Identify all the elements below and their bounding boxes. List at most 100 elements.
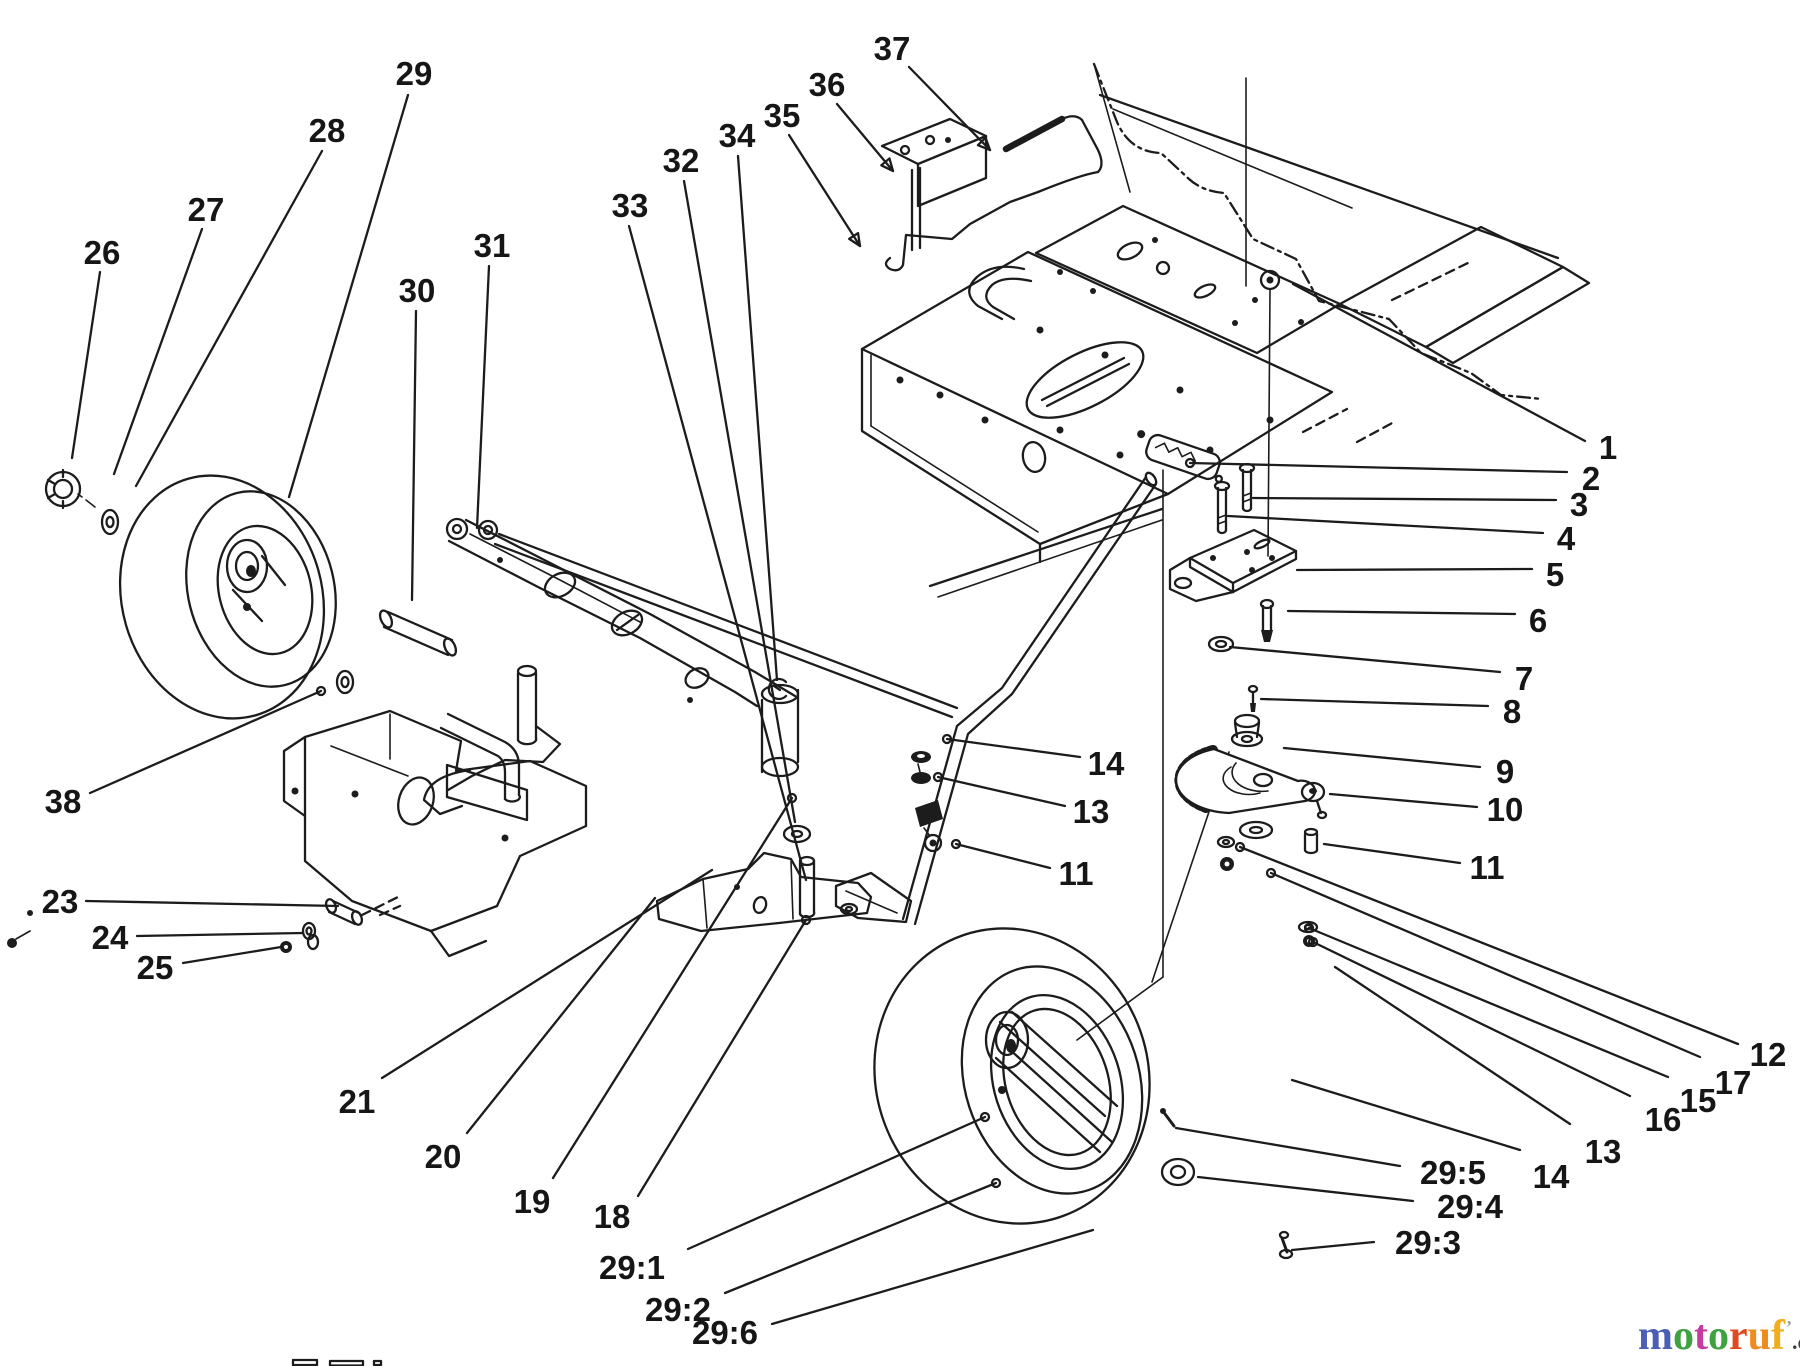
logo-letter: u (1747, 1313, 1772, 1359)
callout-label: 17 (1715, 1064, 1752, 1101)
logo-letter: t (1694, 1313, 1708, 1359)
leader-line (84, 899, 340, 908)
leader-line (936, 775, 1067, 808)
callout-label: 29:2 (645, 1291, 711, 1328)
callout-label: 36 (809, 66, 846, 103)
callout-label: 4 (1557, 520, 1576, 557)
callout-label: 29 (396, 55, 433, 92)
left-spindle (422, 664, 562, 816)
leader-line (1226, 514, 1545, 535)
leader-line (636, 918, 808, 1198)
drag-link (834, 471, 1158, 926)
callout-label: 1 (1599, 429, 1617, 466)
leader-line (1333, 965, 1572, 1126)
leader-line (686, 1115, 987, 1251)
leader-line (954, 842, 1052, 870)
leader-line (1259, 697, 1490, 708)
leader-line (1282, 746, 1482, 769)
leader-line (682, 179, 797, 824)
leader-line (1328, 792, 1479, 809)
idler-bracket (880, 117, 988, 252)
callout-label: 29:5 (1420, 1154, 1486, 1191)
scan-marks (291, 1358, 383, 1366)
leader-dot (950, 838, 962, 850)
leader-line (1290, 1078, 1522, 1152)
leader-line (1322, 842, 1462, 865)
leader-line (287, 93, 410, 499)
leader-line (475, 264, 491, 530)
callout-label: 24 (92, 919, 129, 956)
latch-detail (1137, 430, 1223, 484)
leader-line (723, 1181, 998, 1295)
leader-line (1291, 282, 1587, 443)
leader-dot (941, 733, 953, 745)
callout-label: 19 (514, 1183, 551, 1220)
pivot-tube (378, 609, 458, 657)
motoruf-logo-tick: ’ (1786, 1317, 1793, 1337)
leader-dot (932, 771, 944, 783)
leader-lines-layer (70, 65, 1740, 1326)
logo-letter: f (1771, 1313, 1786, 1359)
motoruf-logo-suffix: .de (1792, 1329, 1800, 1354)
leader-dot (800, 914, 812, 926)
axle-beam (445, 517, 800, 778)
motoruf-logo-letters: motoruf (1638, 1315, 1785, 1357)
leader-arrowhead (847, 231, 862, 248)
logo-letter: o (1673, 1313, 1694, 1359)
callout-label: 29:1 (599, 1249, 665, 1286)
callout-label: 9 (1496, 753, 1514, 790)
leader-line (134, 149, 324, 488)
leader-line (88, 689, 323, 795)
callout-labels-layer: 2627282930313332343536371413111234567891… (42, 30, 1787, 1351)
axle-washer (335, 669, 355, 695)
leader-line (1188, 461, 1569, 474)
leader-line (410, 309, 418, 602)
callout-label: 31 (474, 227, 511, 264)
leader-dot (786, 792, 798, 804)
leader-line (770, 1228, 1095, 1326)
callout-label: 28 (309, 112, 346, 149)
logo-letter: r (1729, 1313, 1748, 1359)
steering-stack (1160, 269, 1328, 1260)
leader-line (627, 224, 808, 882)
callout-label: 18 (594, 1198, 631, 1235)
king-pin-group (655, 677, 873, 933)
callout-label: 29:3 (1395, 1224, 1461, 1261)
leader-dot (979, 1111, 991, 1123)
callout-label: 20 (425, 1138, 462, 1175)
leader-line (736, 154, 779, 682)
leader-line (1269, 871, 1702, 1059)
callout-label: 29:4 (1437, 1188, 1504, 1225)
callout-label: 26 (84, 234, 121, 271)
callout-label: 21 (339, 1083, 376, 1120)
leader-arrowhead (976, 136, 992, 152)
leader-line (1196, 1175, 1415, 1203)
leader-line (465, 896, 657, 1135)
callout-label: 14 (1088, 745, 1125, 782)
callout-label: 16 (1645, 1101, 1682, 1138)
pivot-pin-group (7, 895, 400, 953)
leader-line (1290, 1240, 1376, 1252)
leader-line (1311, 940, 1632, 1098)
leader-line (551, 796, 794, 1180)
callout-label: 35 (764, 97, 801, 134)
ball-joint-stack (911, 751, 943, 853)
callout-label: 15 (1680, 1082, 1717, 1119)
chassis-frame (860, 62, 1591, 1041)
callout-label: 13 (1073, 793, 1110, 830)
callout-label: 10 (1487, 791, 1524, 828)
leader-line (835, 102, 895, 173)
motoruf-logo[interactable]: motoruf’.de (1638, 1315, 1800, 1362)
callout-label: 2 (1582, 460, 1600, 497)
leader-dot (1234, 841, 1246, 853)
leader-line (907, 65, 992, 152)
callout-label: 3 (1570, 486, 1588, 523)
callout-label: 37 (874, 30, 911, 67)
callout-label: 7 (1515, 660, 1533, 697)
logo-letter: o (1708, 1313, 1729, 1359)
callout-label: 34 (719, 117, 756, 154)
leader-line (112, 227, 204, 476)
callout-label: 14 (1533, 1158, 1570, 1195)
leader-dot (1265, 867, 1277, 879)
